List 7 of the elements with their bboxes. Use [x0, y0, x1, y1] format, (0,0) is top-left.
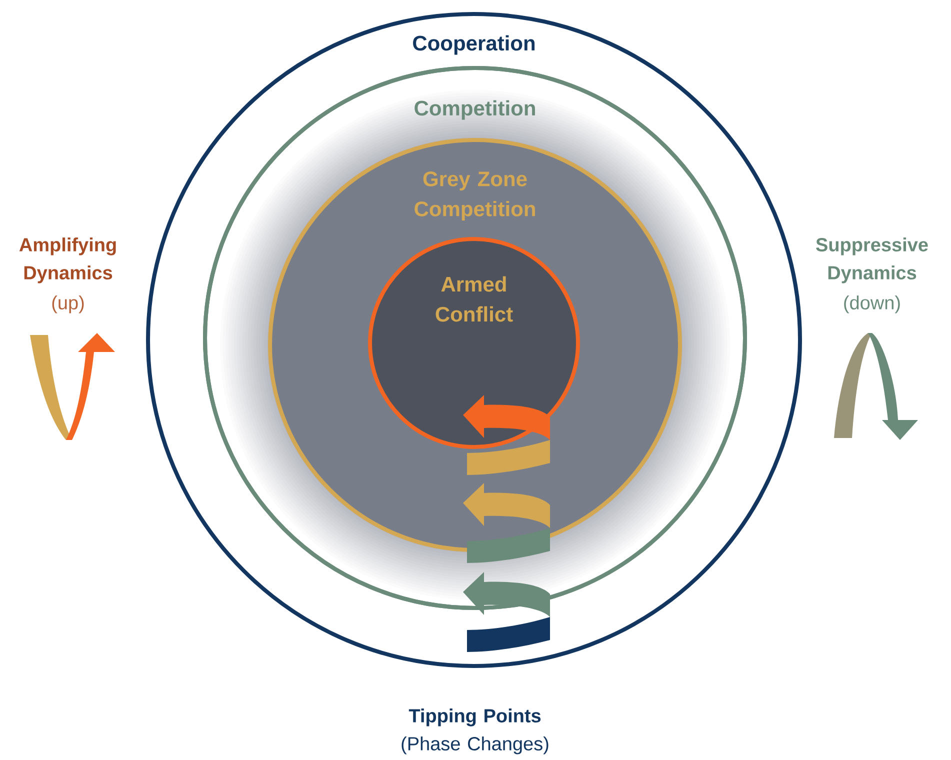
side-label: Suppressive Dynamics	[816, 238, 928, 284]
core-disc: Armed Conflict	[368, 237, 580, 449]
bottom-label: Tipping Points	[408, 708, 541, 726]
side-note: (down)	[844, 296, 900, 314]
side-label: Amplifying Dynamics	[19, 238, 116, 284]
side-note: (up)	[52, 296, 84, 314]
bottom-note: (Phase Changes)	[402, 736, 548, 754]
